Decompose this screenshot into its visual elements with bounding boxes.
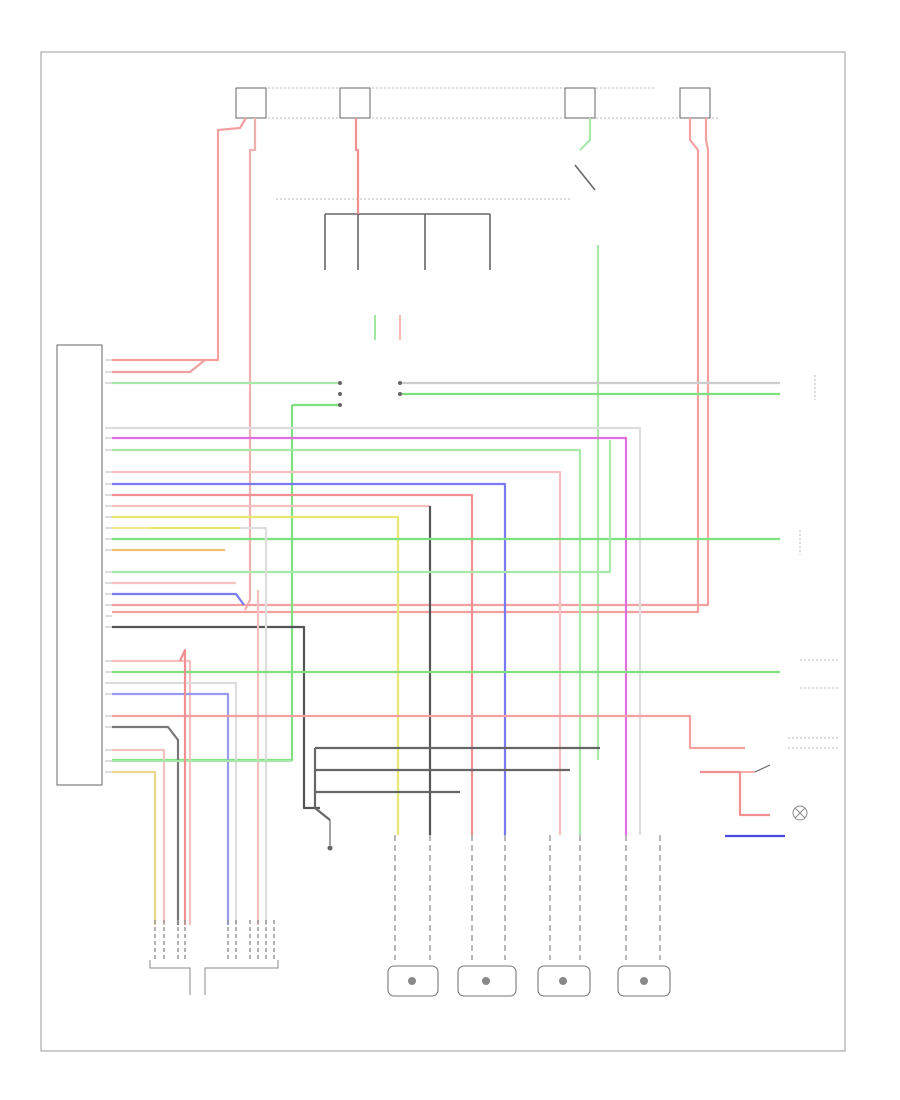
- wire-blue-694: [112, 692, 230, 925]
- wire-magenta-438: [112, 436, 628, 835]
- diagram-frame: [40, 51, 846, 1052]
- pin-labels: [105, 359, 112, 773]
- wire-pink-661: [112, 659, 192, 925]
- wire-black-727: [112, 725, 180, 925]
- wire-black-627: [112, 625, 320, 810]
- right-modules: [788, 375, 840, 749]
- component-a: [149, 920, 191, 995]
- abs-control-module: [56, 344, 103, 786]
- fuse-bus: [235, 87, 720, 119]
- relay-distribution: [276, 164, 596, 270]
- wire-gray-428: [112, 426, 642, 835]
- abs-warning-lamp: [792, 805, 808, 821]
- wire-red-power-1: [112, 117, 247, 362]
- fuse-box-4: [679, 87, 711, 119]
- wire-green-fuse3: [579, 118, 600, 760]
- wire-pink-472: [112, 470, 562, 835]
- brake-switch: [705, 764, 771, 773]
- fuse-box-2: [339, 87, 371, 119]
- data-link-connector: [338, 315, 402, 407]
- wire-pink-716: [112, 714, 745, 750]
- wire-ground-4: [313, 748, 331, 821]
- ground-symbol: [327, 820, 333, 851]
- wire-red-sensor: [178, 648, 187, 925]
- wire-pink-gray: [240, 526, 268, 925]
- sensor-left-rear: [537, 835, 591, 997]
- wire-green-450: [112, 448, 582, 835]
- bottom-left-components: [149, 920, 279, 995]
- fuse-box-3: [564, 87, 596, 119]
- wire-red-lamp: [700, 770, 770, 817]
- wire-blue-594: [112, 592, 245, 606]
- wire-gray-683: [112, 681, 238, 925]
- wire-blue-484: [112, 482, 507, 835]
- sensor-right-rear: [617, 835, 671, 997]
- wire-yellow-517: [112, 515, 400, 835]
- component-b: [204, 920, 279, 995]
- wire-yellow-772: [112, 770, 157, 925]
- sensor-left-front: [387, 835, 439, 997]
- wire-red-372: [112, 359, 206, 374]
- wire-pink-1: [244, 118, 257, 611]
- wire-red-loop: [112, 118, 700, 614]
- wire-green-572: [112, 440, 612, 574]
- wire-red-495: [112, 493, 474, 835]
- wires: [112, 117, 785, 925]
- wire-pink-750: [112, 748, 166, 925]
- fuse-box-1: [235, 87, 267, 119]
- wire-red-loop-2: [112, 118, 710, 607]
- wheel-speed-sensors: [387, 835, 671, 997]
- sensor-right-front: [457, 835, 517, 997]
- wire-red-power-2: [354, 118, 360, 214]
